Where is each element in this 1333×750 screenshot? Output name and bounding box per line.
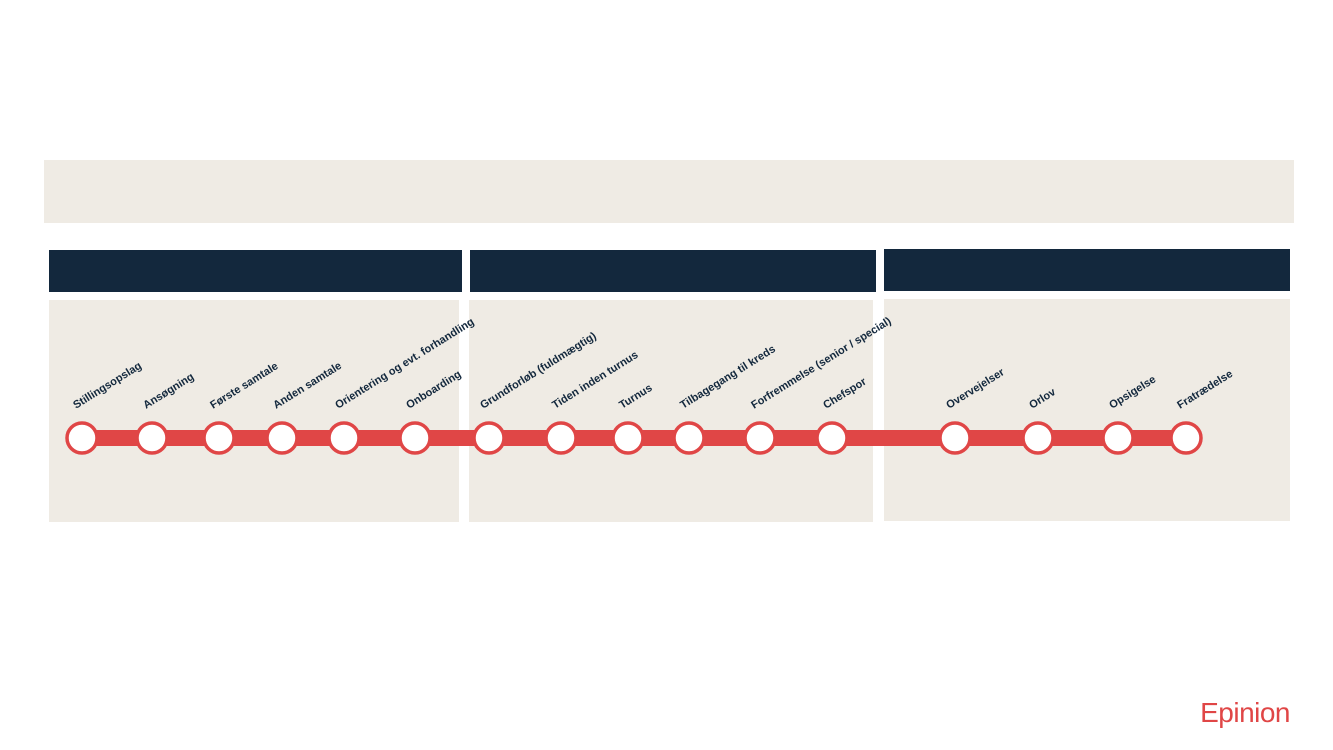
epinion-logo: Epinion — [1200, 697, 1290, 728]
stage-label: Grundforløb (fuldmægtig) — [478, 330, 599, 412]
stage-node — [938, 421, 972, 455]
stage-label: Turnus — [617, 382, 654, 412]
stage-node — [265, 421, 299, 455]
stage-label: Chefspor — [821, 375, 869, 411]
stage-label: Første samtale — [208, 360, 280, 411]
phase-header-3 — [884, 249, 1290, 291]
phase-panel-2 — [469, 300, 873, 522]
title-banner — [44, 160, 1294, 223]
stage-label: Stillingsopslag — [71, 360, 144, 412]
stage-label: Overvejelser — [944, 366, 1007, 412]
phase-panel-3 — [884, 299, 1290, 521]
stage-label: Opsigelse — [1107, 374, 1158, 412]
phase-header-2 — [470, 250, 876, 292]
stage-label: Ansøgning — [141, 371, 196, 412]
stage-label: Forfremmelse (senior / special) — [749, 315, 894, 412]
stage-label: Orlov — [1027, 386, 1058, 412]
stage-node — [815, 421, 849, 455]
stage-label: Fratrædelse — [1175, 368, 1235, 412]
stage-node — [327, 421, 361, 455]
phase-header-1 — [49, 250, 462, 292]
phase-panel-1 — [49, 300, 459, 522]
stage-node — [1021, 421, 1055, 455]
stage-node — [611, 421, 645, 455]
stage-label: Onboarding — [404, 368, 463, 411]
stage-node — [65, 421, 99, 455]
stage-node — [472, 421, 506, 455]
stage-label: Orientering og evt. forhandling — [333, 316, 476, 412]
stage-node — [135, 421, 169, 455]
journey-nodes — [65, 421, 1203, 455]
stage-label: Anden samtale — [271, 360, 344, 412]
stage-node — [1101, 421, 1135, 455]
stage-node — [1169, 421, 1203, 455]
stage-node — [544, 421, 578, 455]
stage-node — [672, 421, 706, 455]
stage-node — [743, 421, 777, 455]
stage-node — [398, 421, 432, 455]
stage-node — [202, 421, 236, 455]
